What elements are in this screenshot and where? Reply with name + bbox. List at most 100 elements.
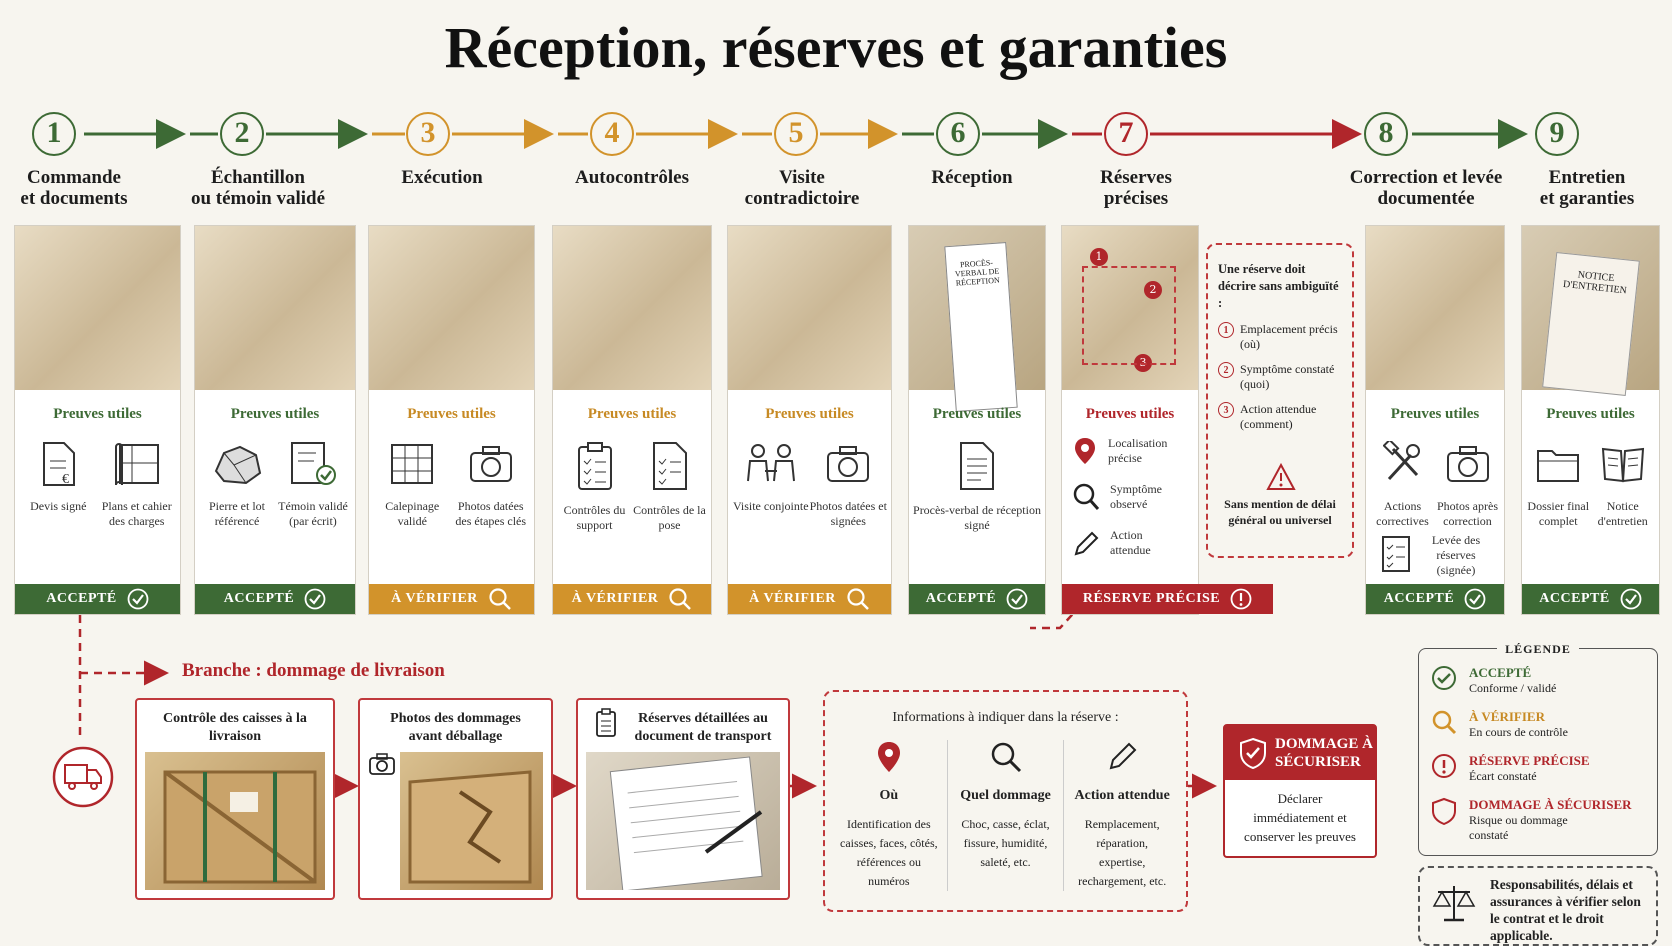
status-label: À VÉRIFIER [749,591,836,606]
step-photo [15,226,180,390]
status-badge: À VÉRIFIER [728,584,891,614]
step-label-line: contradictoire [744,188,860,209]
status-label: À VÉRIFIER [391,591,478,606]
clipboard-icon [596,708,616,737]
magnifier-icon [1432,710,1457,735]
step-number-9: 9 [1535,112,1579,156]
grid-layout-icon [373,441,452,491]
proof-item-label: Levée des réserves (signée) [1431,533,1481,577]
proof-item-label: Visite conjointe [732,499,809,513]
shield-check-icon [1240,737,1266,769]
scales-icon [1432,886,1476,922]
pencil-icon [1072,528,1100,562]
legend-value: Écart constaté [1469,769,1537,783]
reserve-line-text: Action attendue (comment) [1240,402,1317,431]
proof-item-label: Dossier final complet [1527,499,1590,528]
stone-icon [199,441,275,491]
damaged-crate-illustration [408,770,532,884]
check-circle-icon [1006,588,1028,610]
signed-list-icon [1379,533,1413,579]
proof-heading: Preuves utiles [1085,406,1175,422]
step-photo: NOTICE D'ENTRETIEN [1522,226,1659,397]
status-label: À VÉRIFIER [571,591,659,606]
reserve-number-1: 1 [1218,322,1234,338]
proof-item: Notice d'entretien [1591,441,1656,529]
check-circle-icon [1464,588,1486,610]
info-column-where: Où Identification des caisses, faces, cô… [831,740,947,891]
proof-item: Calepinage validé [373,441,452,529]
step-label-line: ou témoin validé [190,188,326,209]
proof-item: Visite conjointe [732,441,810,529]
open-book-icon [1591,441,1656,491]
step-label-line: Visite [779,167,825,188]
proof-item-label: Témoin validé (par écrit) [278,499,348,528]
step-photo: PROCÈS-VERBAL DE RÉCEPTION [909,226,1045,412]
legend-value: En cours de contrôle [1469,725,1568,739]
proof-heading: Preuves utiles [1546,406,1635,422]
info-column-title: Quel dommage [960,788,1051,803]
step-number-5: 5 [774,112,818,156]
proof-item: Contrôles de la pose [632,441,707,533]
proof-items: Procès-verbal de réception signé [913,441,1041,533]
magnifier-icon [846,587,870,611]
exclamation-circle-icon [1432,754,1456,778]
damage-text: Déclarer immédiatement et conserver les … [1244,791,1356,844]
info-column-text: Identification des caisses, faces, côtés… [840,817,938,888]
step-photo [369,226,534,390]
status-label: ACCEPTÉ [46,591,117,606]
check-circle-icon [1432,666,1456,690]
legend-key: RÉSERVE PRÉCISE [1469,753,1590,768]
branch-box-crates: Contrôle des caisses à la livraison [135,698,335,900]
legend-key: À VÉRIFIER [1469,709,1545,724]
step-label-line: Échantillon [211,167,305,188]
proof-item: Dossier final complet [1526,441,1591,529]
status-badge: RÉSERVE PRÉCISE [1062,584,1273,614]
reserve-box-heading: Une réserve doit décrire sans ambiguïté … [1218,262,1339,310]
proof-heading: Preuves utiles [230,406,320,422]
checklist-icon [632,441,707,495]
proof-item-label: Plans et cahier des charges [101,499,172,528]
legend-value: Conforme / validé [1469,681,1557,695]
proof-item: Symptôme observé [1072,482,1194,516]
exclamation-circle-icon [1230,588,1252,610]
step-label-line: et garanties [1539,188,1635,209]
reserve-marker-2: 2 [1144,281,1162,299]
step-label-line: Entretien [1548,167,1626,188]
proof-heading: Preuves utiles [587,406,677,422]
proof-item: Localisation précise [1072,436,1194,470]
proof-item: Contrôles du support [557,441,632,533]
damaged-crate-photo [400,752,543,890]
magnifier-icon [1072,482,1100,516]
proof-item-label: Calepinage validé [385,499,440,528]
step-photo [728,226,891,390]
step-photo [1366,226,1504,390]
step-photo [553,226,711,390]
step-number-8: 8 [1364,112,1408,156]
step-number-1: 1 [32,112,76,156]
step-label-line: Réception [931,167,1013,188]
step-photo [195,226,355,390]
magnifier-icon [991,742,1021,773]
proof-item: Action attendue [1072,528,1194,562]
step-label-4: Autocontrôles [522,167,742,188]
branch-box-heading: Photos des dommages avant déballage [390,711,521,744]
legend-key: ACCEPTÉ [1469,665,1532,680]
step-number-4: 4 [590,112,634,156]
warning-icon [1266,463,1296,490]
info-column-title: Action attendue [1074,788,1170,803]
info-column-text: Remplacement, réparation, expertise, rec… [1078,817,1167,888]
check-circle-icon [127,588,149,610]
info-column-action: Action attendue Remplacement, réparation… [1063,740,1180,891]
reserve-number-3: 3 [1218,402,1234,418]
